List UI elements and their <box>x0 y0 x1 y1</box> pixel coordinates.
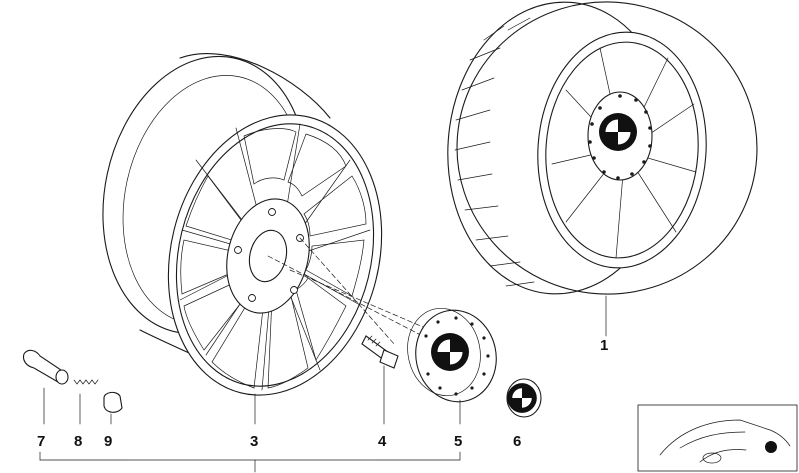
callout-6: 6 <box>513 433 521 450</box>
hub-cap-icon <box>407 307 497 425</box>
callout-1: 1 <box>600 337 608 354</box>
tyre-wheel-assembly-icon <box>447 1 758 337</box>
callout-5: 5 <box>454 433 462 450</box>
valve-icon <box>22 349 123 425</box>
callout-3: 3 <box>250 433 258 450</box>
emblem-icon <box>506 378 542 418</box>
wheel-bolt-icon <box>361 335 399 425</box>
car-location-thumbnail-icon <box>637 404 798 472</box>
callout-8: 8 <box>74 433 82 450</box>
callout-7: 7 <box>37 433 45 450</box>
wheel-rim-icon <box>102 53 441 396</box>
callout-9: 9 <box>104 433 112 450</box>
callout-4: 4 <box>378 433 387 450</box>
